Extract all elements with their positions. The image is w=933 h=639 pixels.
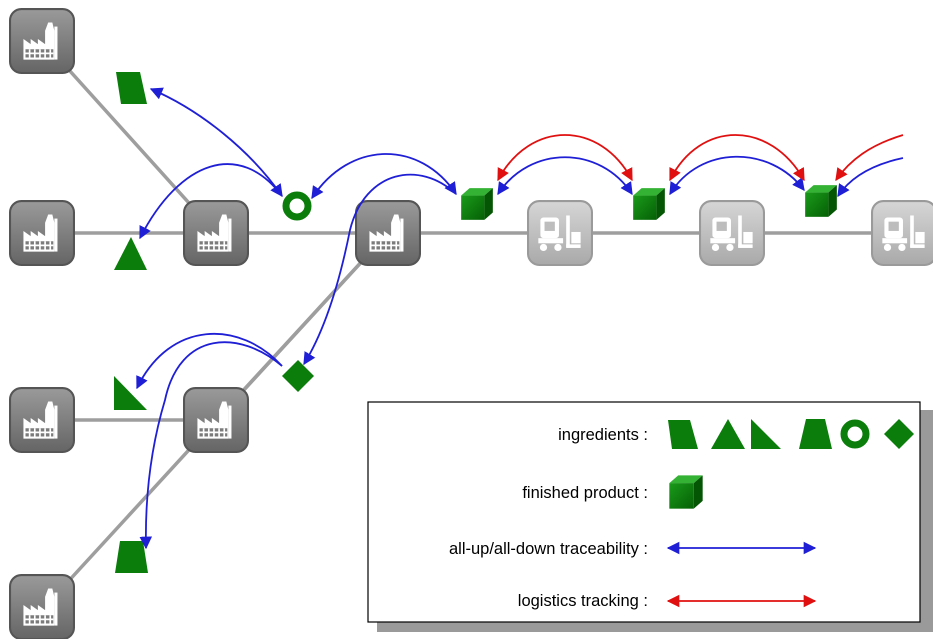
legend-green-cube-icon — [669, 475, 703, 509]
diamond-icon — [884, 419, 914, 449]
factory-icon — [9, 200, 75, 266]
factory-icon — [9, 8, 75, 74]
parallelogram-ingredient-icon — [116, 72, 147, 104]
green-cube-icon — [805, 185, 837, 217]
green-cube-icon — [461, 188, 493, 220]
factory-icon — [183, 387, 249, 453]
warehouse-icons — [527, 200, 933, 266]
right-triangle-ingredient-icon — [114, 376, 147, 410]
legend-logistics-label: logistics tracking : — [518, 592, 648, 610]
finished-products — [461, 185, 837, 220]
ring-icon — [840, 419, 870, 449]
green-cube-icon — [633, 188, 665, 220]
factory-icon — [9, 574, 75, 639]
legend-traceability-label: all-up/all-down traceability : — [449, 540, 648, 558]
factory-icon — [355, 200, 421, 266]
forklift-warehouse-icon — [699, 200, 765, 266]
right-triangle-icon — [751, 419, 781, 449]
trapezoid-ingredient-icon — [115, 541, 148, 573]
forklift-warehouse-icon — [871, 200, 933, 266]
diamond-ingredient-icon — [282, 360, 314, 392]
traceability-arrows — [136, 87, 904, 550]
legend-ingredient-icons — [668, 419, 914, 449]
ring-ingredient-icon — [282, 191, 312, 221]
factory-icons — [9, 8, 421, 639]
legend-finished-product-label: finished product : — [522, 484, 648, 502]
forklift-warehouse-icon — [527, 200, 593, 266]
trapezoid-icon — [799, 419, 832, 449]
factory-icon — [183, 200, 249, 266]
parallelogram-icon — [668, 420, 698, 449]
triangle-icon — [711, 419, 745, 449]
triangle-ingredient-icon — [114, 237, 147, 270]
logistics-arrows — [497, 134, 904, 182]
legend: ingredients : finished product : all-up/… — [367, 401, 933, 632]
legend-ingredients-label: ingredients : — [558, 426, 648, 444]
factory-icon — [9, 387, 75, 453]
